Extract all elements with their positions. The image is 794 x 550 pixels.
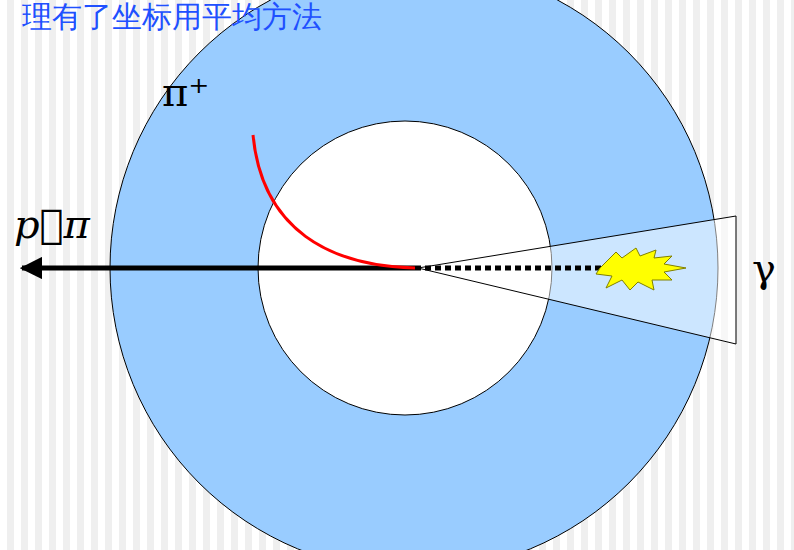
pion-momentum-arrow	[22, 266, 415, 271]
particle-label: γ	[752, 248, 776, 288]
slide-heading-fragment: 理有了坐标用平均方法	[22, 2, 322, 32]
photon-dotted-line	[415, 266, 610, 271]
pion-track	[253, 135, 415, 268]
momentum-label: p⃗π	[14, 204, 90, 244]
outer-calorimeter	[110, 0, 718, 550]
shower-burst	[596, 248, 686, 290]
photon-wedge	[418, 216, 736, 344]
particle-label: π⁺	[162, 72, 209, 112]
